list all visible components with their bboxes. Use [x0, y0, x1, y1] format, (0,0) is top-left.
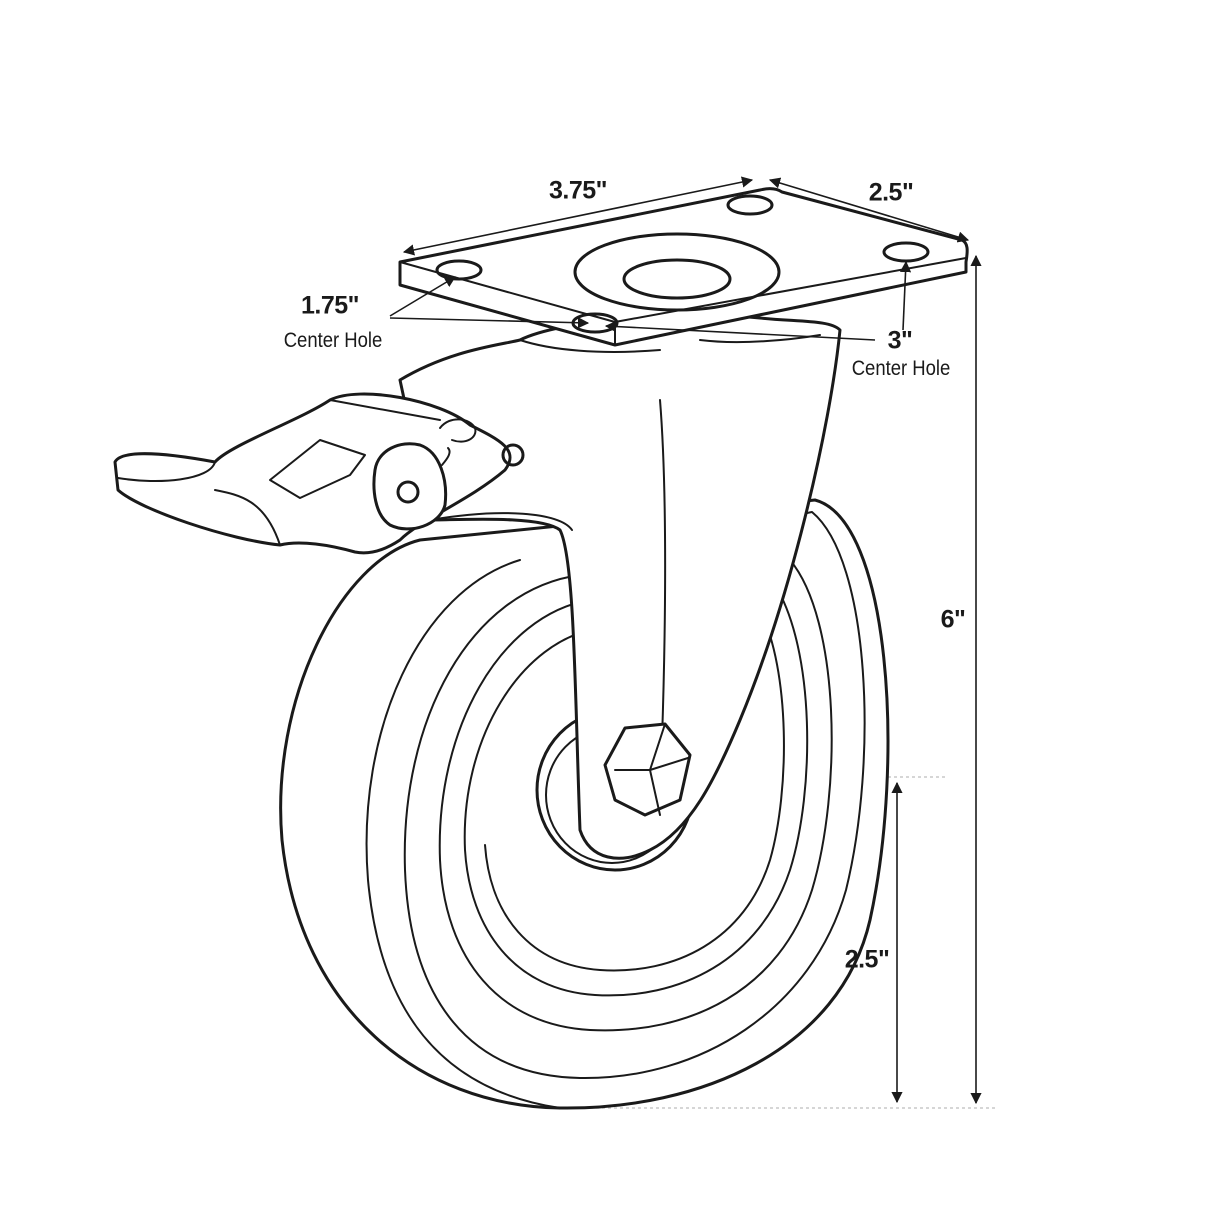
- plate-length-line: [402, 176, 754, 256]
- overall-height-label: 6": [940, 605, 966, 634]
- short-hole-caption: Center Hole: [283, 329, 383, 352]
- leader-short-a: [389, 276, 456, 317]
- leader-long-b: [899, 260, 912, 331]
- long-hole-spacing-label: 3": [887, 326, 913, 355]
- plate-length-label: 3.75": [548, 176, 608, 205]
- leader-long-a: [604, 320, 876, 341]
- plate-width-line: [768, 177, 970, 243]
- brake-pedal: [113, 392, 525, 555]
- axle-height-label: 2.5": [844, 945, 890, 974]
- leader-short-b: [389, 317, 590, 329]
- short-hole-spacing-label: 1.75": [300, 291, 360, 320]
- plate-width-label: 2.5": [868, 178, 914, 207]
- dimension-lines: [389, 176, 982, 1105]
- long-hole-caption: Center Hole: [851, 357, 951, 380]
